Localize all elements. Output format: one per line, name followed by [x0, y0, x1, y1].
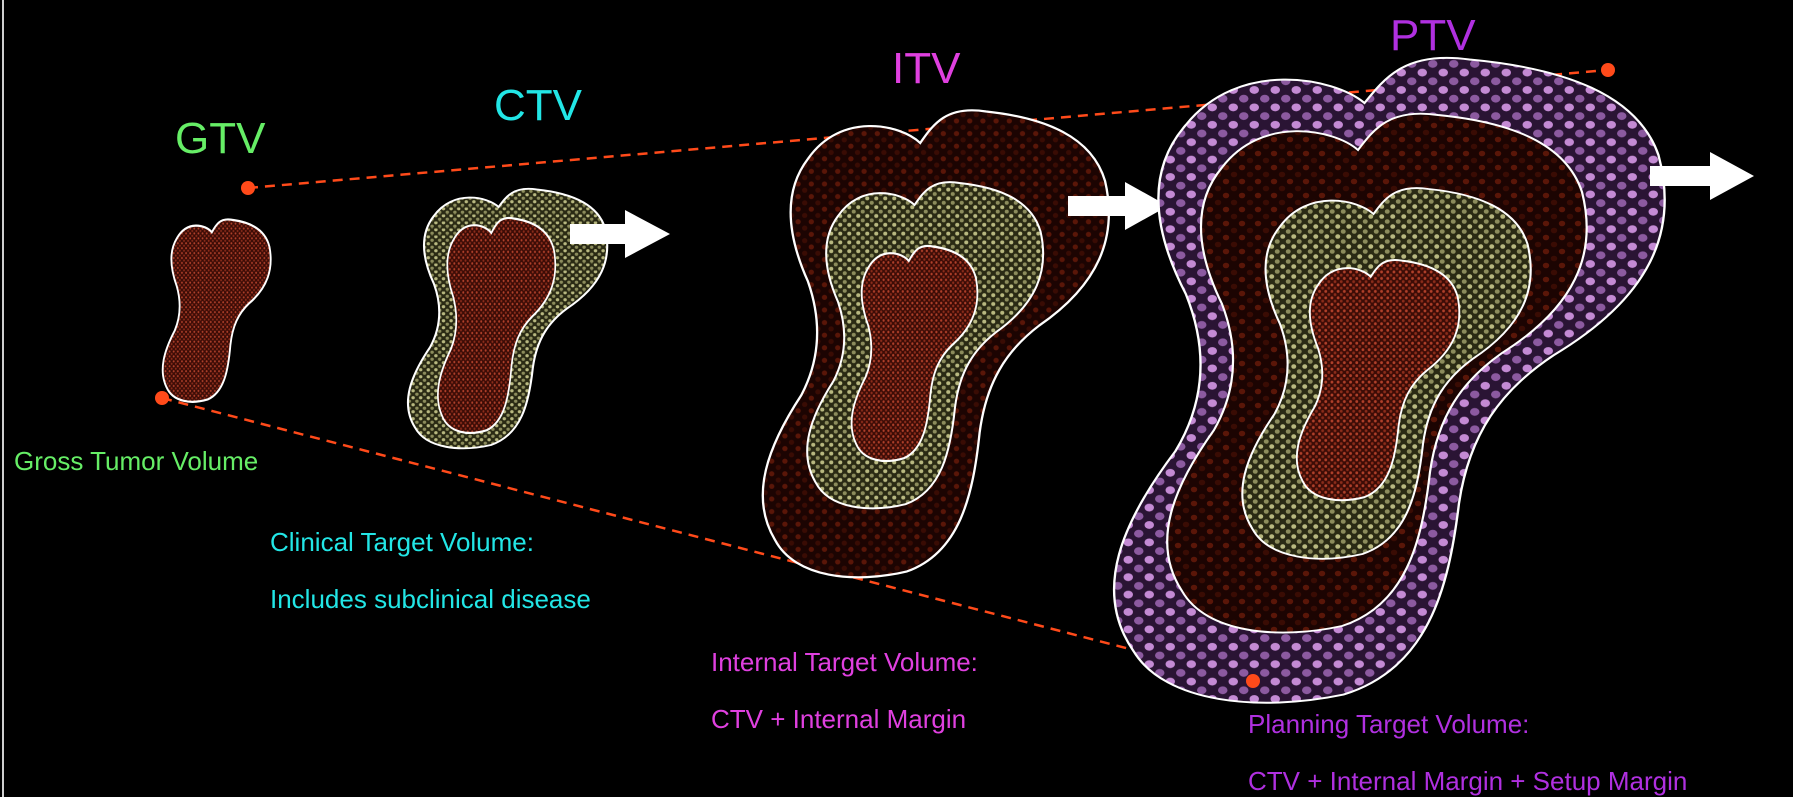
ptv-top-marker [1601, 63, 1615, 77]
ptv-shape [1114, 58, 1665, 703]
ptv-bottom-marker [1246, 674, 1260, 688]
gtv-title: GTV [175, 114, 266, 163]
ctv-description-line2: Includes subclinical disease [270, 584, 591, 614]
gtv-top-marker [241, 181, 255, 195]
gtv-shape [163, 219, 271, 401]
gtv-description: Gross Tumor Volume [14, 446, 258, 476]
ptv-description-line2: CTV + Internal Margin + Setup Margin [1248, 766, 1687, 796]
itv-title: ITV [892, 44, 961, 93]
ptv-description-line1: Planning Target Volume: [1248, 709, 1529, 739]
gtv-bottom-marker [155, 391, 169, 405]
itv-shape [763, 110, 1109, 577]
ptv-title: PTV [1390, 11, 1476, 60]
ctv-description-line1: Clinical Target Volume: [270, 527, 534, 557]
ctv-title: CTV [494, 81, 583, 130]
itv-description-line2: CTV + Internal Margin [711, 704, 966, 734]
itv-description-line1: Internal Target Volume: [711, 647, 978, 677]
